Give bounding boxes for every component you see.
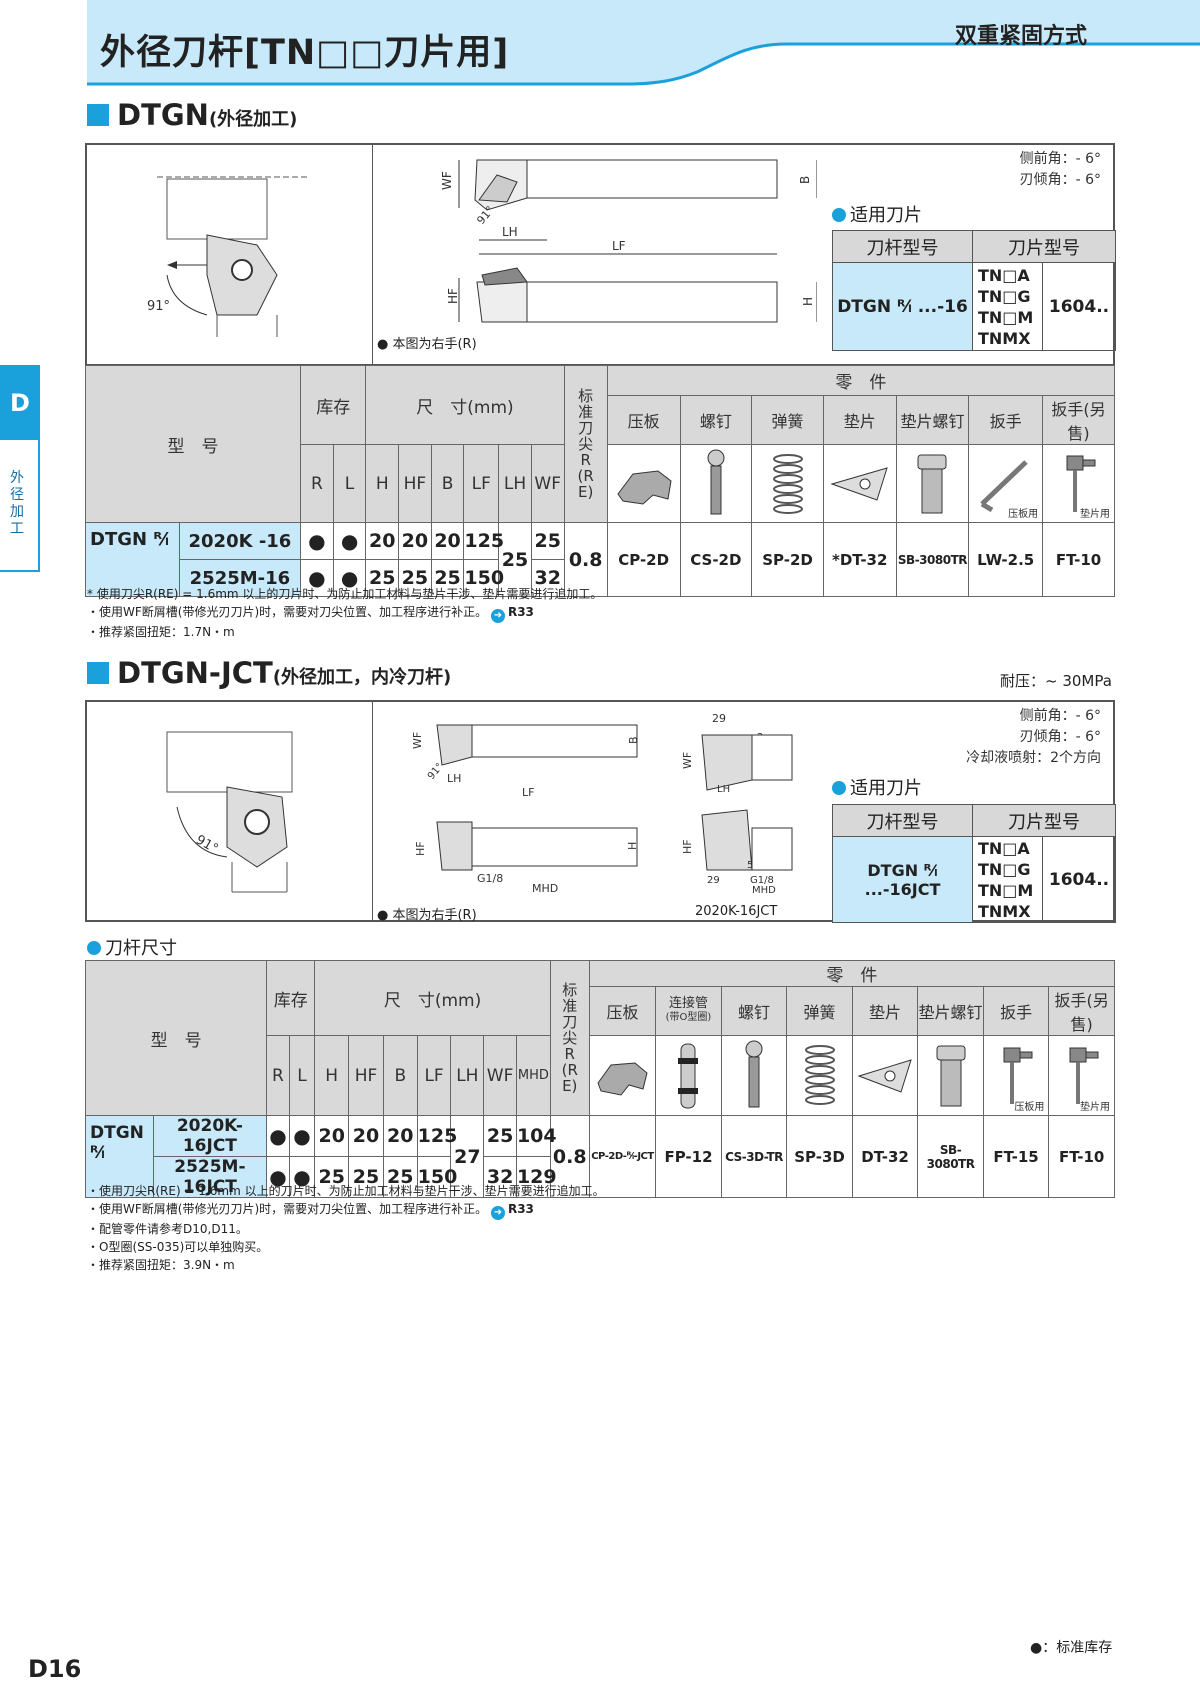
section2-spec-table: 型 号 库存 尺 寸(mm) 标准刀尖R(RE) 零 件 压板 连接管(带O型圈… bbox=[84, 960, 1116, 1198]
shim-icon bbox=[822, 444, 897, 523]
tool-plan-side-diagram: WF B LH LF 91° HF H bbox=[440, 159, 817, 323]
right-hand-note: ● 本图为右手(R) bbox=[377, 337, 477, 352]
svg-text:G1/8: G1/8 bbox=[477, 872, 503, 885]
section1-name: DTGN bbox=[117, 98, 209, 132]
svg-text:HF: HF bbox=[681, 839, 694, 854]
svg-text:B: B bbox=[798, 176, 812, 184]
dims-header: 尺 寸(mm) bbox=[365, 365, 565, 445]
stock-header: 库存 bbox=[300, 365, 367, 445]
tool-end-view-diagram-jct: 29 2 WF LH HF 29 5 G1/8 MHD bbox=[681, 712, 793, 895]
svg-text:WF: WF bbox=[681, 752, 694, 769]
section2-diagram-box: 91° WF B LH LF 91° HF H G1/8 MHD 29 2 WF… bbox=[85, 700, 1116, 923]
shim-icon bbox=[851, 1035, 919, 1116]
insert-code: 1604.. bbox=[1042, 262, 1116, 351]
model-header: 型 号 bbox=[84, 365, 302, 523]
torx-wrench-optional-icon: 垫片用 bbox=[1048, 1035, 1115, 1116]
svg-text:G1/8: G1/8 bbox=[750, 875, 774, 886]
section1-spec-table: 型 号 库存 尺 寸(mm) 标准刀尖R(RE) 零 件 压板 螺钉 弹簧 垫片… bbox=[84, 365, 1116, 597]
square-marker-icon bbox=[87, 662, 109, 684]
section2-notes: ・使用刀尖R(RE) = 1.6mm 以上的刀片时、为防止加工材料与垫片干涉、垫… bbox=[87, 1184, 605, 1272]
ref-link-jct[interactable]: R33 bbox=[507, 1202, 534, 1216]
pressure-note: 耐压：~ 30MPa bbox=[1000, 672, 1112, 690]
square-marker-icon bbox=[87, 104, 109, 126]
torx-wrench-icon: 垫片用 bbox=[1042, 444, 1115, 523]
right-hand-note-jct: ● 本图为右手(R) bbox=[377, 908, 477, 923]
re-header: 标准刀尖R(RE) bbox=[563, 365, 608, 523]
clamp-plate-icon bbox=[606, 444, 681, 523]
svg-text:91°: 91° bbox=[193, 832, 220, 857]
angle-info-jct: 侧前角：- 6° 刃倾角：- 6° 冷却液喷射：2个方向 bbox=[966, 708, 1101, 766]
coupling-pipe-icon bbox=[655, 1035, 722, 1116]
shim-screw-icon bbox=[917, 1035, 984, 1116]
applicable-inserts-title: 适用刀片 bbox=[832, 201, 922, 227]
svg-text:5: 5 bbox=[747, 860, 753, 871]
svg-text:LF: LF bbox=[612, 239, 626, 253]
model-row-1: 2020K -16 bbox=[178, 522, 302, 560]
side-tab-letter[interactable]: D bbox=[0, 365, 40, 440]
section1-notes: * 使用刀尖R(RE) = 1.6mm 以上的刀片时、为防止加工材料与垫片干涉、… bbox=[87, 587, 603, 639]
tool-top-view-diagram-jct: 91° bbox=[166, 731, 293, 893]
svg-text:29: 29 bbox=[707, 875, 720, 886]
svg-text:LH: LH bbox=[717, 784, 730, 795]
svg-text:HF: HF bbox=[446, 288, 460, 304]
svg-text:LH: LH bbox=[447, 772, 461, 785]
stock-legend: ●：标准库存 bbox=[1030, 1640, 1113, 1656]
ref-arrow-icon: ➜ bbox=[490, 1206, 505, 1220]
model-row-2: 2525M-16 bbox=[178, 559, 302, 597]
tool-plan-side-diagram-jct: WF B LH LF 91° HF H G1/8 MHD bbox=[411, 724, 640, 895]
holder-model: DTGN ᴿ⁄ₗ ...-16 bbox=[832, 262, 973, 351]
header-banner bbox=[87, 0, 1200, 86]
angle-info: 侧前角：- 6° 刃倾角：- 6° bbox=[1019, 151, 1101, 188]
torx-wrench-icon: 压板用 bbox=[982, 1035, 1050, 1116]
holder-dims-title: 刀杆尺寸 bbox=[87, 934, 177, 960]
parts-header: 零 件 bbox=[606, 365, 1116, 396]
svg-text:WF: WF bbox=[411, 732, 424, 749]
section1-sub: (外径加工) bbox=[208, 109, 298, 130]
screw-icon bbox=[720, 1035, 788, 1116]
svg-text:B: B bbox=[627, 736, 640, 744]
svg-text:H: H bbox=[626, 842, 639, 850]
applicable-inserts-title-jct: 适用刀片 bbox=[832, 774, 922, 800]
page-number: D16 bbox=[28, 1655, 82, 1683]
page-title: 外径刀杆[TN□□刀片用] bbox=[100, 33, 510, 73]
svg-text:H: H bbox=[801, 297, 815, 306]
spring-icon bbox=[786, 1035, 853, 1116]
svg-text:MHD: MHD bbox=[532, 882, 558, 895]
svg-text:HF: HF bbox=[414, 841, 427, 856]
model-caption: 2020K-16JCT bbox=[695, 904, 778, 919]
clamp-plate-icon bbox=[588, 1035, 657, 1116]
svg-text:MHD: MHD bbox=[752, 885, 776, 895]
svg-text:LF: LF bbox=[522, 786, 534, 799]
shim-screw-icon bbox=[895, 444, 970, 523]
spring-icon bbox=[751, 444, 824, 523]
svg-text:LH: LH bbox=[502, 225, 518, 239]
screw-icon bbox=[679, 444, 753, 523]
section1-heading: DTGN (外径加工) bbox=[87, 98, 297, 132]
svg-text:91°: 91° bbox=[147, 299, 170, 314]
ref-link[interactable]: R33 bbox=[507, 605, 534, 619]
section2-heading: DTGN-JCT (外径加工，内冷刀杆) bbox=[87, 656, 451, 690]
wrench-icon: 压板用 bbox=[968, 444, 1044, 523]
tool-top-view-diagram: 91° bbox=[147, 176, 307, 337]
section1-diagram-box: 91° WF B LH LF 91° HF H ● 本图为右手(R) 侧前角：-… bbox=[85, 143, 1116, 366]
svg-text:WF: WF bbox=[440, 171, 454, 190]
page-subtitle: 双重紧固方式 bbox=[955, 24, 1088, 49]
side-tab-label: 外径加工 bbox=[0, 440, 40, 572]
model-prefix: DTGN ᴿ⁄ₗ bbox=[85, 522, 180, 597]
ref-arrow-icon: ➜ bbox=[490, 609, 505, 623]
svg-text:29: 29 bbox=[712, 712, 726, 725]
